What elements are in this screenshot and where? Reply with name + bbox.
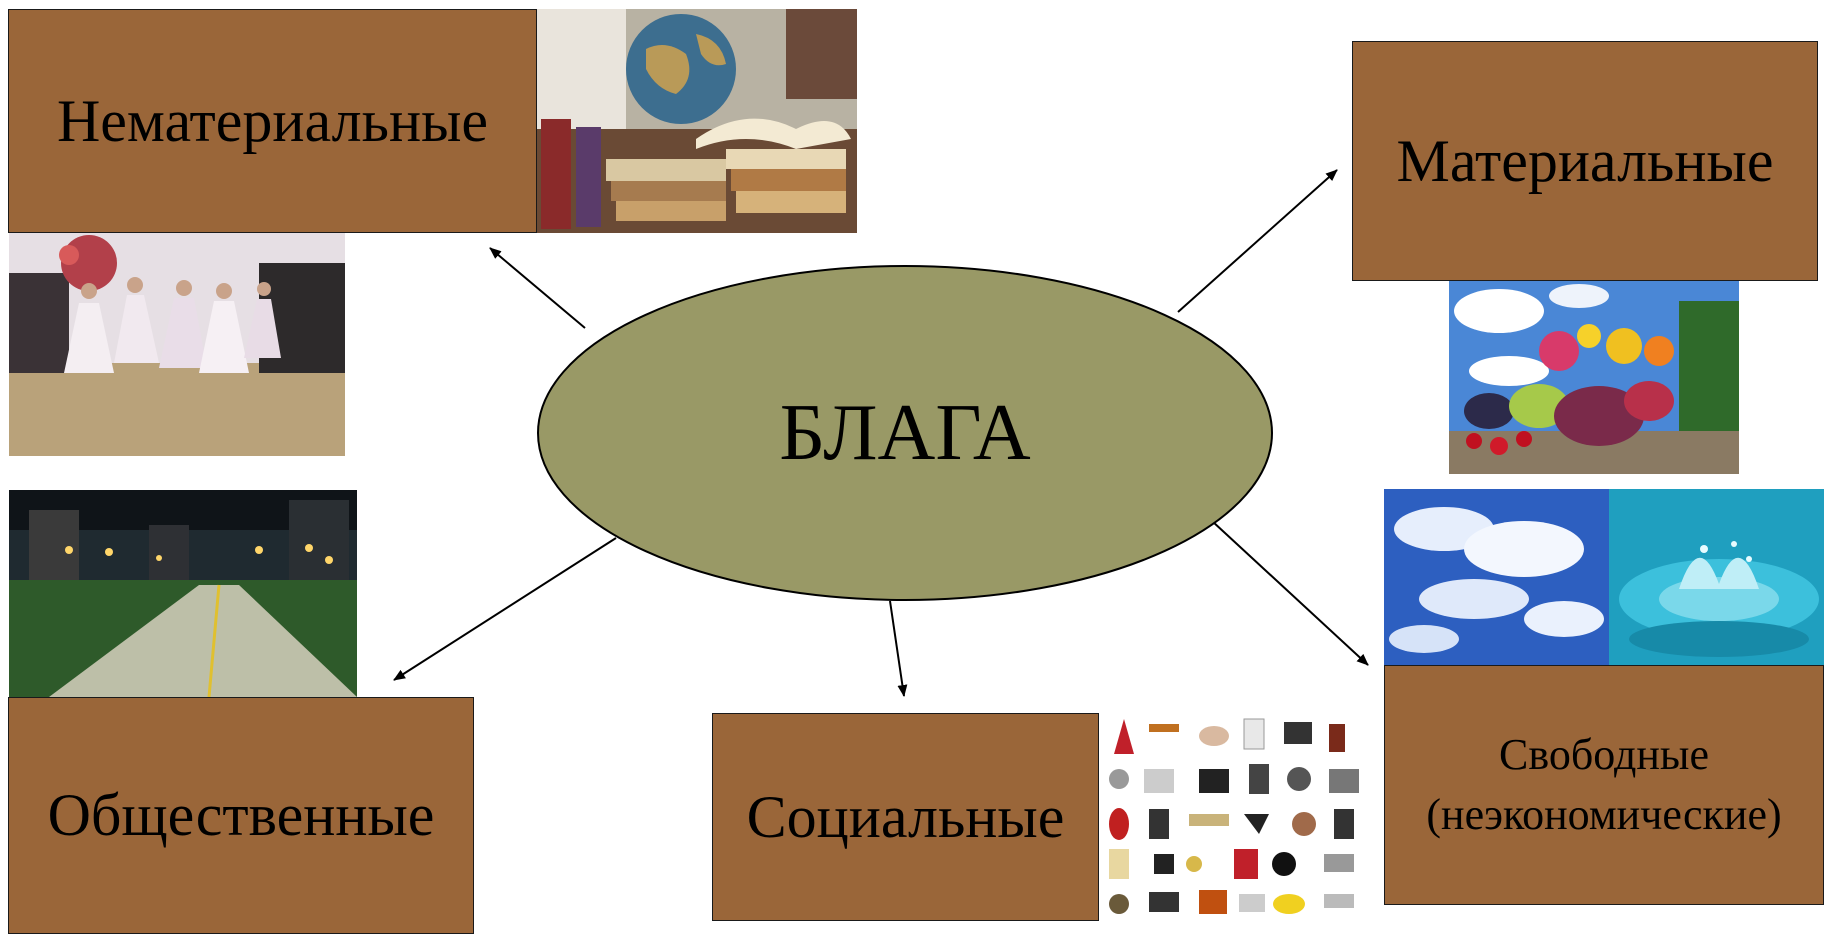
material-goods-label: Материальные xyxy=(1396,127,1774,194)
material-goods-box: Материальные xyxy=(1352,41,1818,281)
arrow-to-social xyxy=(889,600,908,697)
night-road-photo xyxy=(9,490,357,697)
social-goods-label: Социальные xyxy=(746,783,1065,850)
center-label: БЛАГА xyxy=(779,388,1031,477)
arrow-to-public xyxy=(393,537,617,681)
public-goods-box: Общественные xyxy=(8,697,474,934)
center-ellipse xyxy=(537,265,1273,601)
social-goods-box: Социальные xyxy=(712,713,1099,921)
arrow-to-free xyxy=(1211,520,1369,666)
arrow-to-material xyxy=(1177,169,1338,313)
ballet-photo xyxy=(9,233,345,456)
sky-clouds-photo xyxy=(1384,489,1609,665)
intangible-goods-box: Нематериальные xyxy=(8,9,537,233)
water-splash-photo xyxy=(1609,489,1824,665)
free-goods-box: Свободные (неэкономические) xyxy=(1384,665,1824,905)
public-goods-label: Общественные xyxy=(47,782,435,848)
fruit-flowers-photo xyxy=(1449,281,1739,474)
free-goods-label-line2: (неэкономические) xyxy=(1426,790,1782,839)
books-globe-photo xyxy=(536,9,857,233)
free-goods-label-line1: Свободные xyxy=(1499,730,1709,779)
goods-collage-photo xyxy=(1099,714,1367,920)
intangible-goods-label: Нематериальные xyxy=(56,87,489,154)
arrow-to-intangible xyxy=(489,247,586,329)
